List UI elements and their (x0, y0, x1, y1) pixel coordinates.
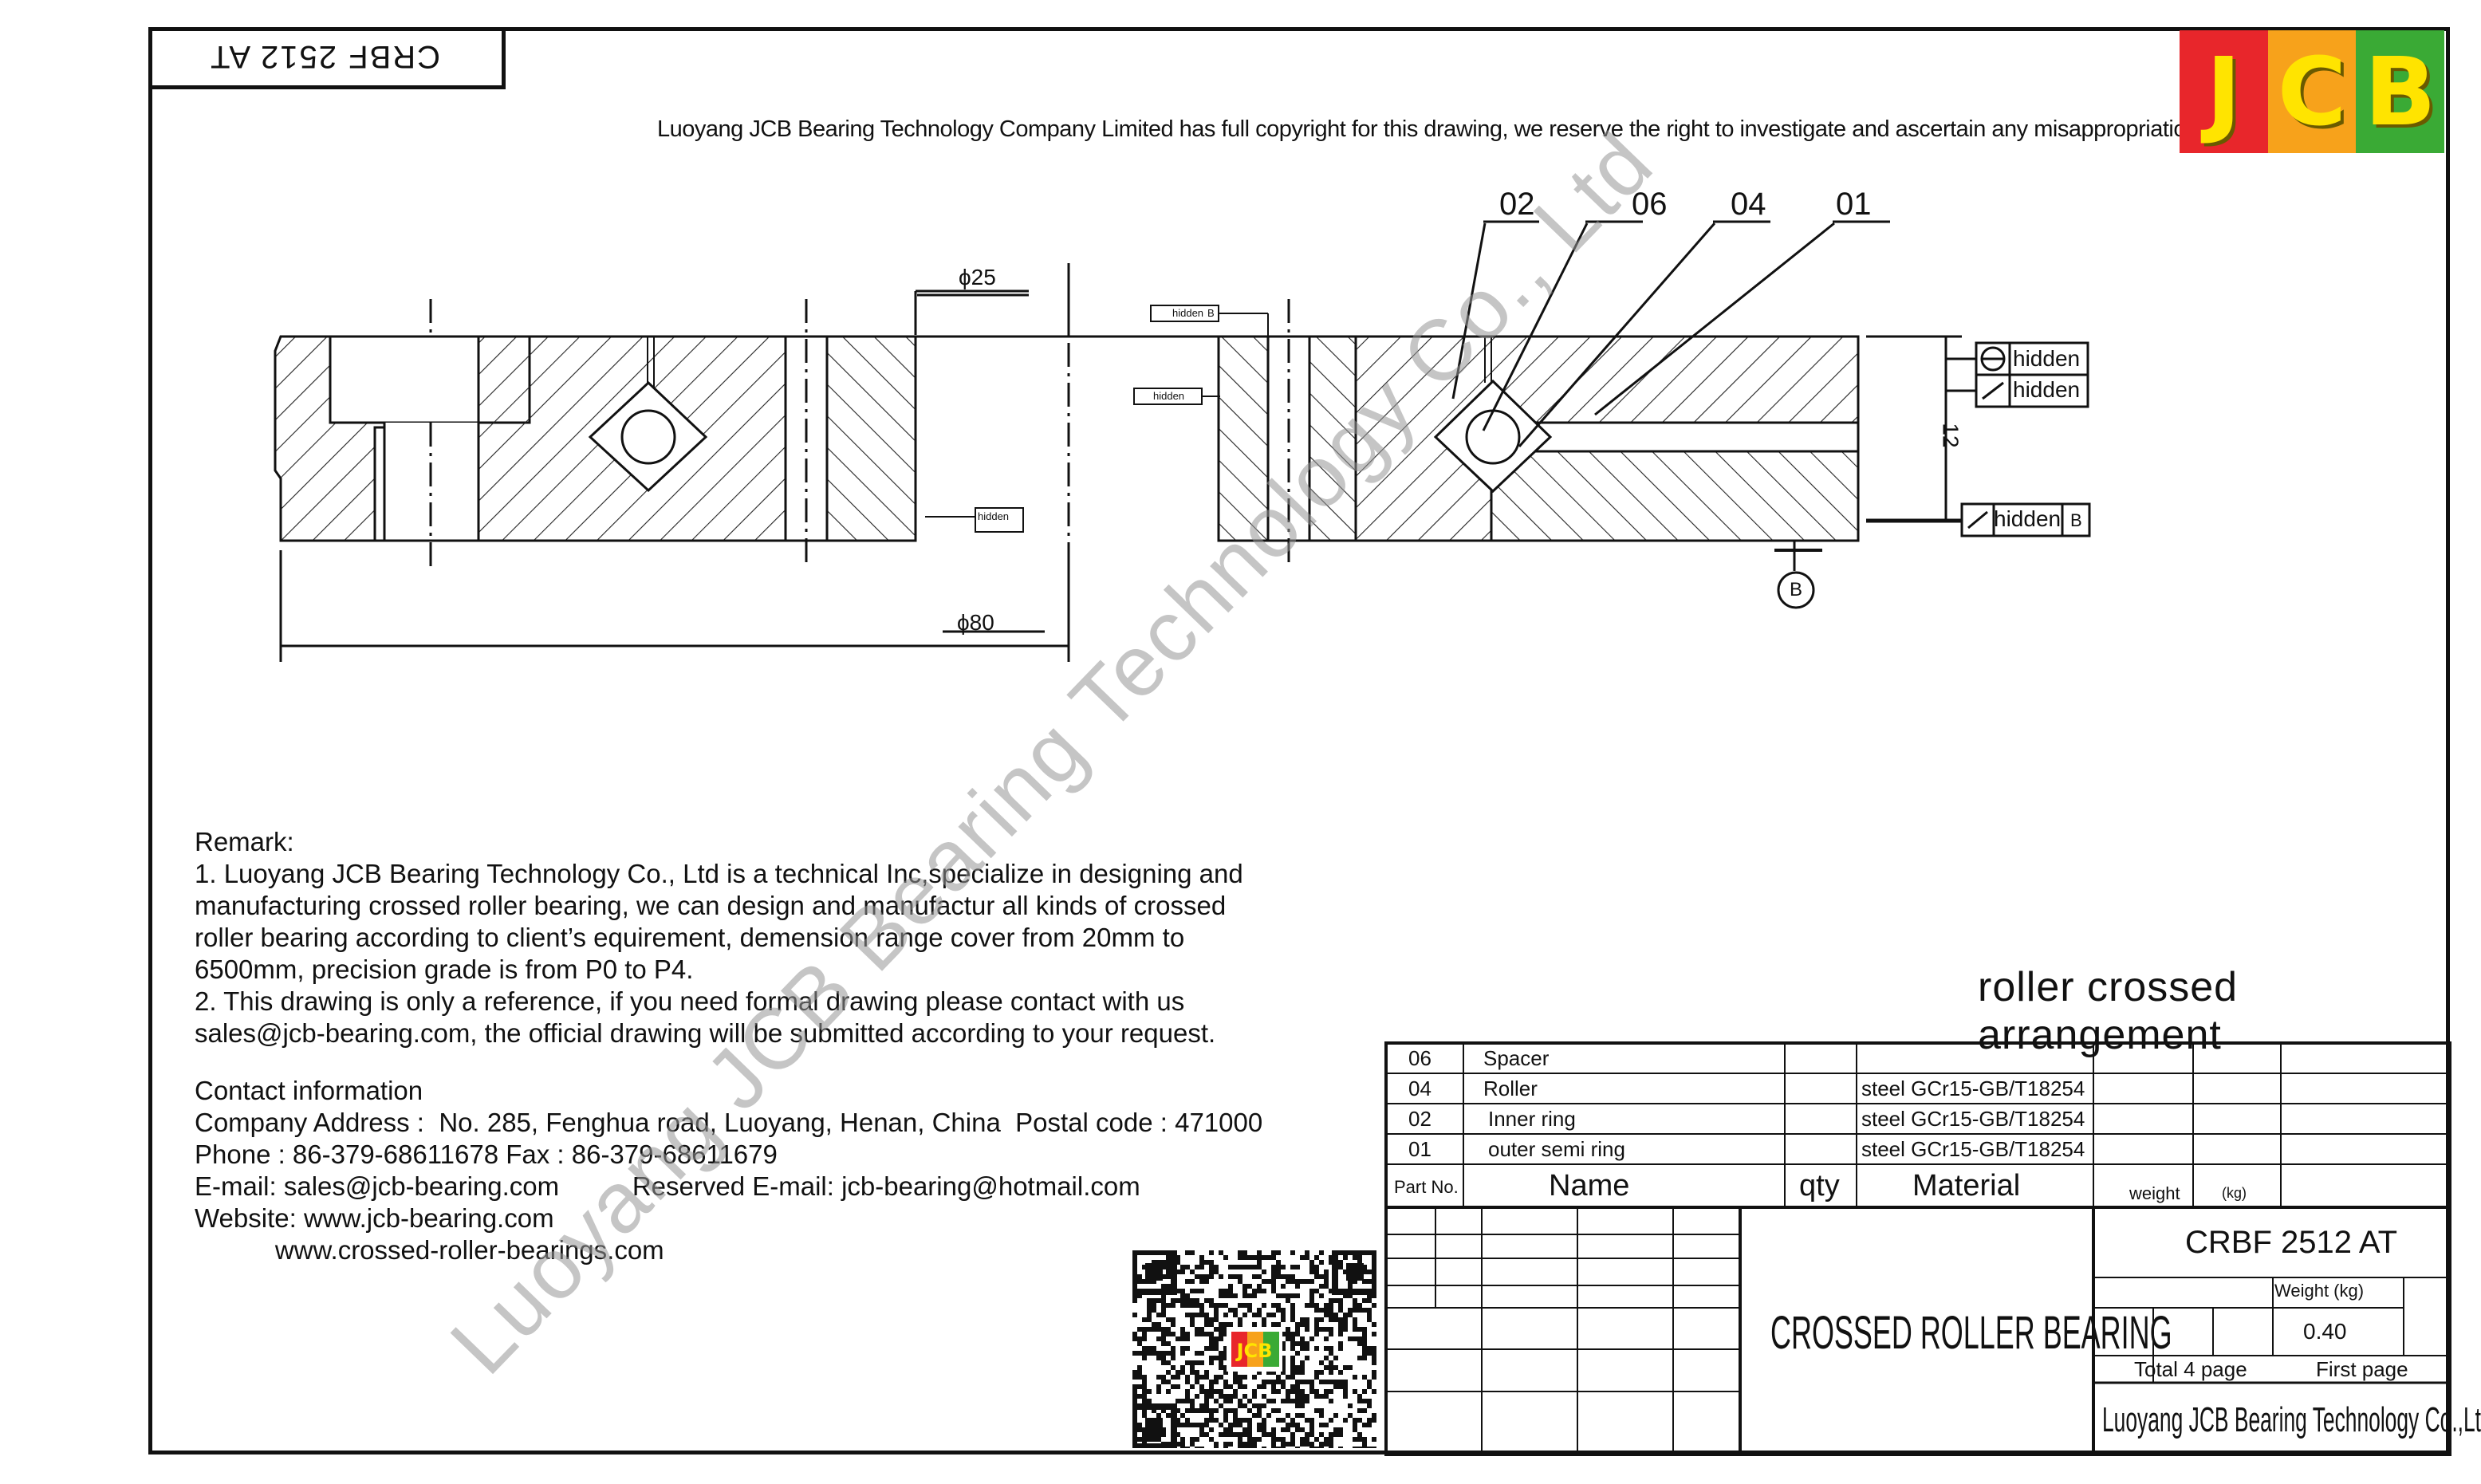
product-type: CROSSED ROLLER BEARING (1770, 1307, 2172, 1359)
logo-letter-j: J (2180, 30, 2268, 153)
drawing-frame (148, 27, 2450, 1454)
height-dim: 12 (1938, 423, 1963, 448)
part-name: Inner ring (1488, 1107, 1576, 1131)
qr-logo-text: JCB (1235, 1340, 1273, 1362)
weight-value: 0.40 (2303, 1319, 2347, 1344)
part-name: outer semi ring (1488, 1137, 1625, 1161)
total-pages: Total 4 page (2134, 1357, 2247, 1381)
part-name: Roller (1483, 1077, 1538, 1100)
callout-06: 06 (1632, 187, 1668, 222)
model-number: CRBF 2512 AT (2185, 1225, 2398, 1260)
callout-02: 02 (1499, 187, 1535, 222)
part-no: 06 (1408, 1046, 1431, 1070)
part-no: 04 (1408, 1077, 1431, 1100)
drawing-code-box: CRBF 2512 AT (148, 27, 506, 89)
contact-line: Contact information (195, 1076, 423, 1105)
tolerance-text-1: hidden (2013, 346, 2081, 371)
remark-line: roller bearing according to client’s equ… (195, 923, 1185, 952)
header-weight: weight (2129, 1183, 2180, 1203)
remark-line: 6500mm, precision grade is from P0 to P4… (195, 955, 694, 984)
contact-line: Company Address : No. 285, Fenghua road,… (195, 1108, 1263, 1137)
arrangement-label: roller crossed arrangement (1978, 964, 2239, 1058)
qr-code: JCB (1132, 1250, 1376, 1448)
company-name: Luoyang JCB Bearing Technology Co.,Ltd (2102, 1400, 2481, 1439)
small-tolerance-text-1: hidden (1172, 307, 1204, 319)
remarks-block: Remark: 1. Luoyang JCB Bearing Technolog… (195, 826, 1375, 1049)
outer-diameter-dim: ϕ80 (957, 610, 994, 635)
part-material: steel GCr15-GB/T18254 (1861, 1107, 2085, 1131)
small-tolerance-text-3: hidden (978, 510, 1010, 522)
weight-label: Weight (kg) (2274, 1281, 2365, 1301)
part-name: Spacer (1483, 1046, 1550, 1070)
jcb-logo: J C B (2180, 30, 2445, 153)
copyright-notice: Luoyang JCB Bearing Technology Company L… (657, 116, 2300, 142)
header-material: Material (1912, 1169, 2021, 1203)
remark-line: manufacturing crossed roller bearing, we… (195, 891, 1227, 920)
header-name: Name (1549, 1169, 1630, 1203)
callout-04: 04 (1731, 187, 1766, 222)
header-part-no: Part No. (1394, 1177, 1459, 1197)
small-tolerance-ref-1: B (1207, 307, 1215, 319)
part-material: steel GCr15-GB/T18254 (1861, 1137, 2085, 1161)
tolerance-text-2: hidden (2013, 377, 2081, 402)
logo-letter-b: B (2356, 30, 2445, 153)
contact-line: www.crossed-roller-bearings.com (195, 1235, 664, 1265)
remark-line: 2. This drawing is only a reference, if … (195, 986, 1185, 1016)
header-weight-unit: (kg) (2222, 1185, 2247, 1201)
contact-line: Phone : 86-379-68611678 Fax : 86-379-686… (195, 1140, 778, 1169)
first-page: First page (2316, 1357, 2408, 1381)
remark-line: sales@jcb-bearing.com, the official draw… (195, 1018, 1216, 1048)
contact-line: E-mail: sales@jcb-bearing.com Reserved E… (195, 1171, 1140, 1201)
header-qty: qty (1799, 1169, 1840, 1203)
contact-line: Website: www.jcb-bearing.com (195, 1203, 554, 1233)
callout-01: 01 (1836, 187, 1872, 222)
tolerance-ref-3: B (2070, 510, 2082, 530)
part-material: steel GCr15-GB/T18254 (1861, 1077, 2085, 1100)
tolerance-text-3: hidden (1994, 506, 2062, 531)
part-no: 01 (1408, 1137, 1431, 1161)
small-tolerance-text-2: hidden (1153, 390, 1185, 402)
remark-line: Remark: (195, 827, 294, 856)
logo-letter-c: C (2267, 30, 2357, 153)
remark-line: 1. Luoyang JCB Bearing Technology Co., L… (195, 859, 1243, 888)
part-no: 02 (1408, 1107, 1431, 1131)
datum-b-label: B (1790, 579, 1803, 600)
inner-diameter-dim: ϕ25 (959, 265, 996, 289)
